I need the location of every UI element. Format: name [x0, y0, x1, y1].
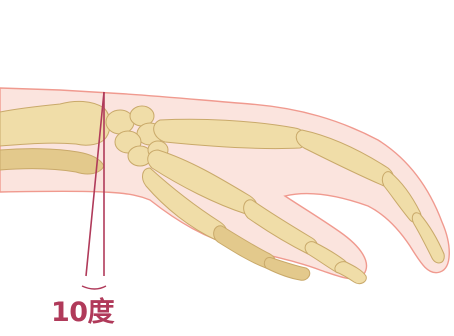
- angle-arc: [82, 286, 106, 289]
- angle-label: 10度: [51, 296, 114, 330]
